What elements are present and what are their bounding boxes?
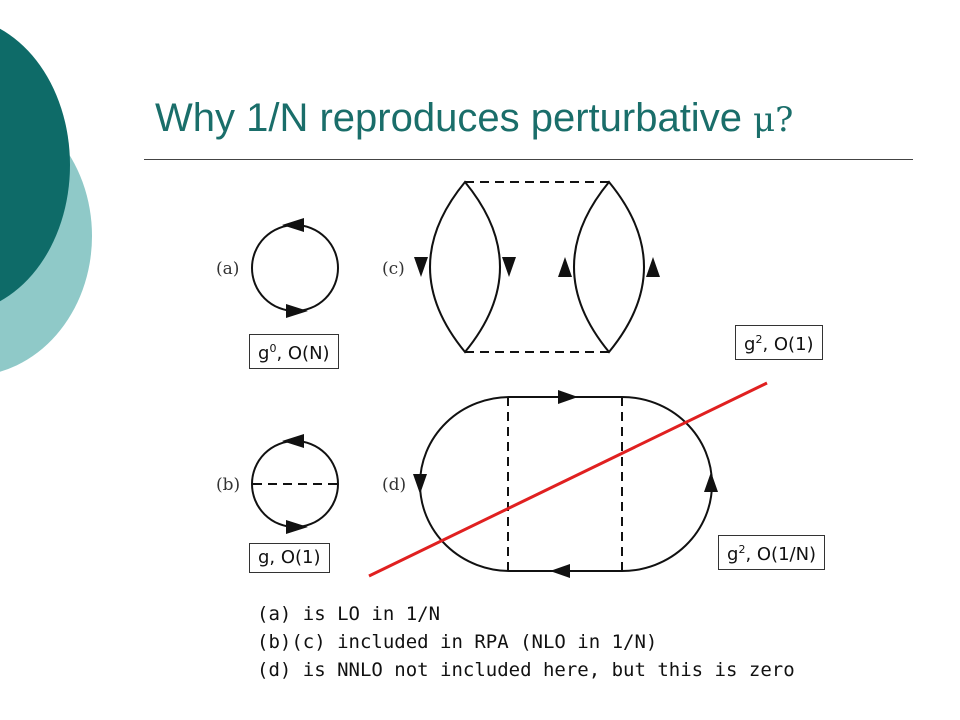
title-text: Why 1/N reproduces perturbative — [155, 96, 754, 140]
order-box-d: g2, O(1/N) — [718, 535, 826, 570]
box-c-order: , O(1) — [762, 334, 814, 355]
order-box-b: g, O(1) — [249, 543, 330, 573]
explanation-notes: (a) is LO in 1/N (b)(c) included in RPA … — [257, 600, 795, 684]
diagram-b-loop — [251, 440, 339, 528]
note-line-1: (a) is LO in 1/N — [257, 603, 441, 625]
box-c-exponent: 2 — [755, 333, 763, 346]
box-b-text: g, O(1) — [258, 547, 321, 568]
diagram-d-arrow-right — [704, 472, 718, 492]
diagram-c-label: (c) — [382, 259, 405, 279]
order-box-c: g2, O(1) — [735, 325, 823, 360]
diagram-a-loop — [251, 224, 339, 312]
diagram-b-arrow-top — [282, 434, 304, 448]
box-d-order: , O(1/N) — [745, 544, 817, 565]
slide-title: Why 1/N reproduces perturbative μ? — [155, 96, 793, 141]
box-a-order: , O(N) — [276, 343, 330, 364]
diagram-c-arrow-3 — [558, 257, 572, 277]
mu-symbol: μ? — [753, 100, 794, 140]
dark-teal-shape — [0, 28, 70, 302]
box-a-exponent: 0 — [269, 342, 277, 355]
note-line-3: (d) is NNLO not included here, but this … — [257, 659, 795, 681]
diagram-a-label: (a) — [216, 259, 239, 279]
order-box-a: g0, O(N) — [249, 334, 339, 369]
diagram-a-arrow-top — [282, 218, 304, 232]
diagram-c-arrow-1 — [414, 257, 428, 277]
note-line-2: (b)(c) included in RPA (NLO in 1/N) — [257, 631, 658, 653]
diagram-d-arrow-top — [558, 390, 578, 404]
diagram-c-arrow-4 — [646, 257, 660, 277]
box-a-base: g — [258, 343, 270, 364]
diagram-d-loop — [419, 396, 713, 572]
diagram-a-arrow-bottom — [286, 304, 308, 318]
diagram-b-label: (b) — [216, 475, 240, 495]
box-d-base: g — [727, 544, 739, 565]
diagram-d-label: (d) — [382, 475, 406, 495]
diagram-d-arrow-left — [413, 474, 427, 494]
cut-line — [368, 381, 768, 578]
title-divider — [144, 159, 913, 160]
diagram-c-left-loop — [429, 180, 501, 354]
diagram-d-arrow-bottom — [550, 564, 570, 578]
diagram-c-arrow-2 — [502, 257, 516, 277]
diagram-c-right-loop — [573, 180, 645, 354]
box-d-exponent: 2 — [738, 543, 746, 556]
diagram-b-arrow-bottom — [286, 520, 308, 534]
box-c-base: g — [744, 334, 756, 355]
